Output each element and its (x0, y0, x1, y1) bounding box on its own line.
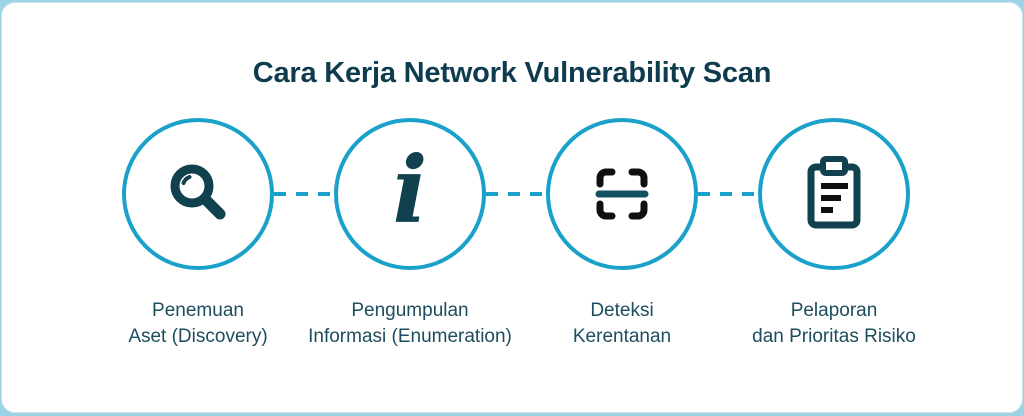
connector-line (486, 192, 546, 196)
info-icon: i (392, 136, 428, 244)
connector-line (698, 192, 758, 196)
step-label-detection: Deteksi Kerentanan (572, 300, 672, 348)
connector-line (274, 192, 334, 196)
step-label-reporting: Pelaporan dan Prioritas Risiko (752, 300, 916, 348)
step-circle-reporting (758, 118, 910, 270)
page-title: Cara Kerja Network Vulnerability Scan (252, 57, 772, 89)
scan-frame-icon (590, 162, 654, 226)
step-circle-discovery (122, 118, 274, 270)
clipboard-report-icon (803, 155, 865, 233)
step-label-discovery: Penemuan Aset (Discovery) (128, 300, 268, 348)
step-circle-enumeration: i (334, 118, 486, 270)
step-label-enumeration: Pengumpulan Informasi (Enumeration) (308, 300, 512, 348)
magnifier-icon (158, 154, 238, 234)
step-circle-detection (546, 118, 698, 270)
